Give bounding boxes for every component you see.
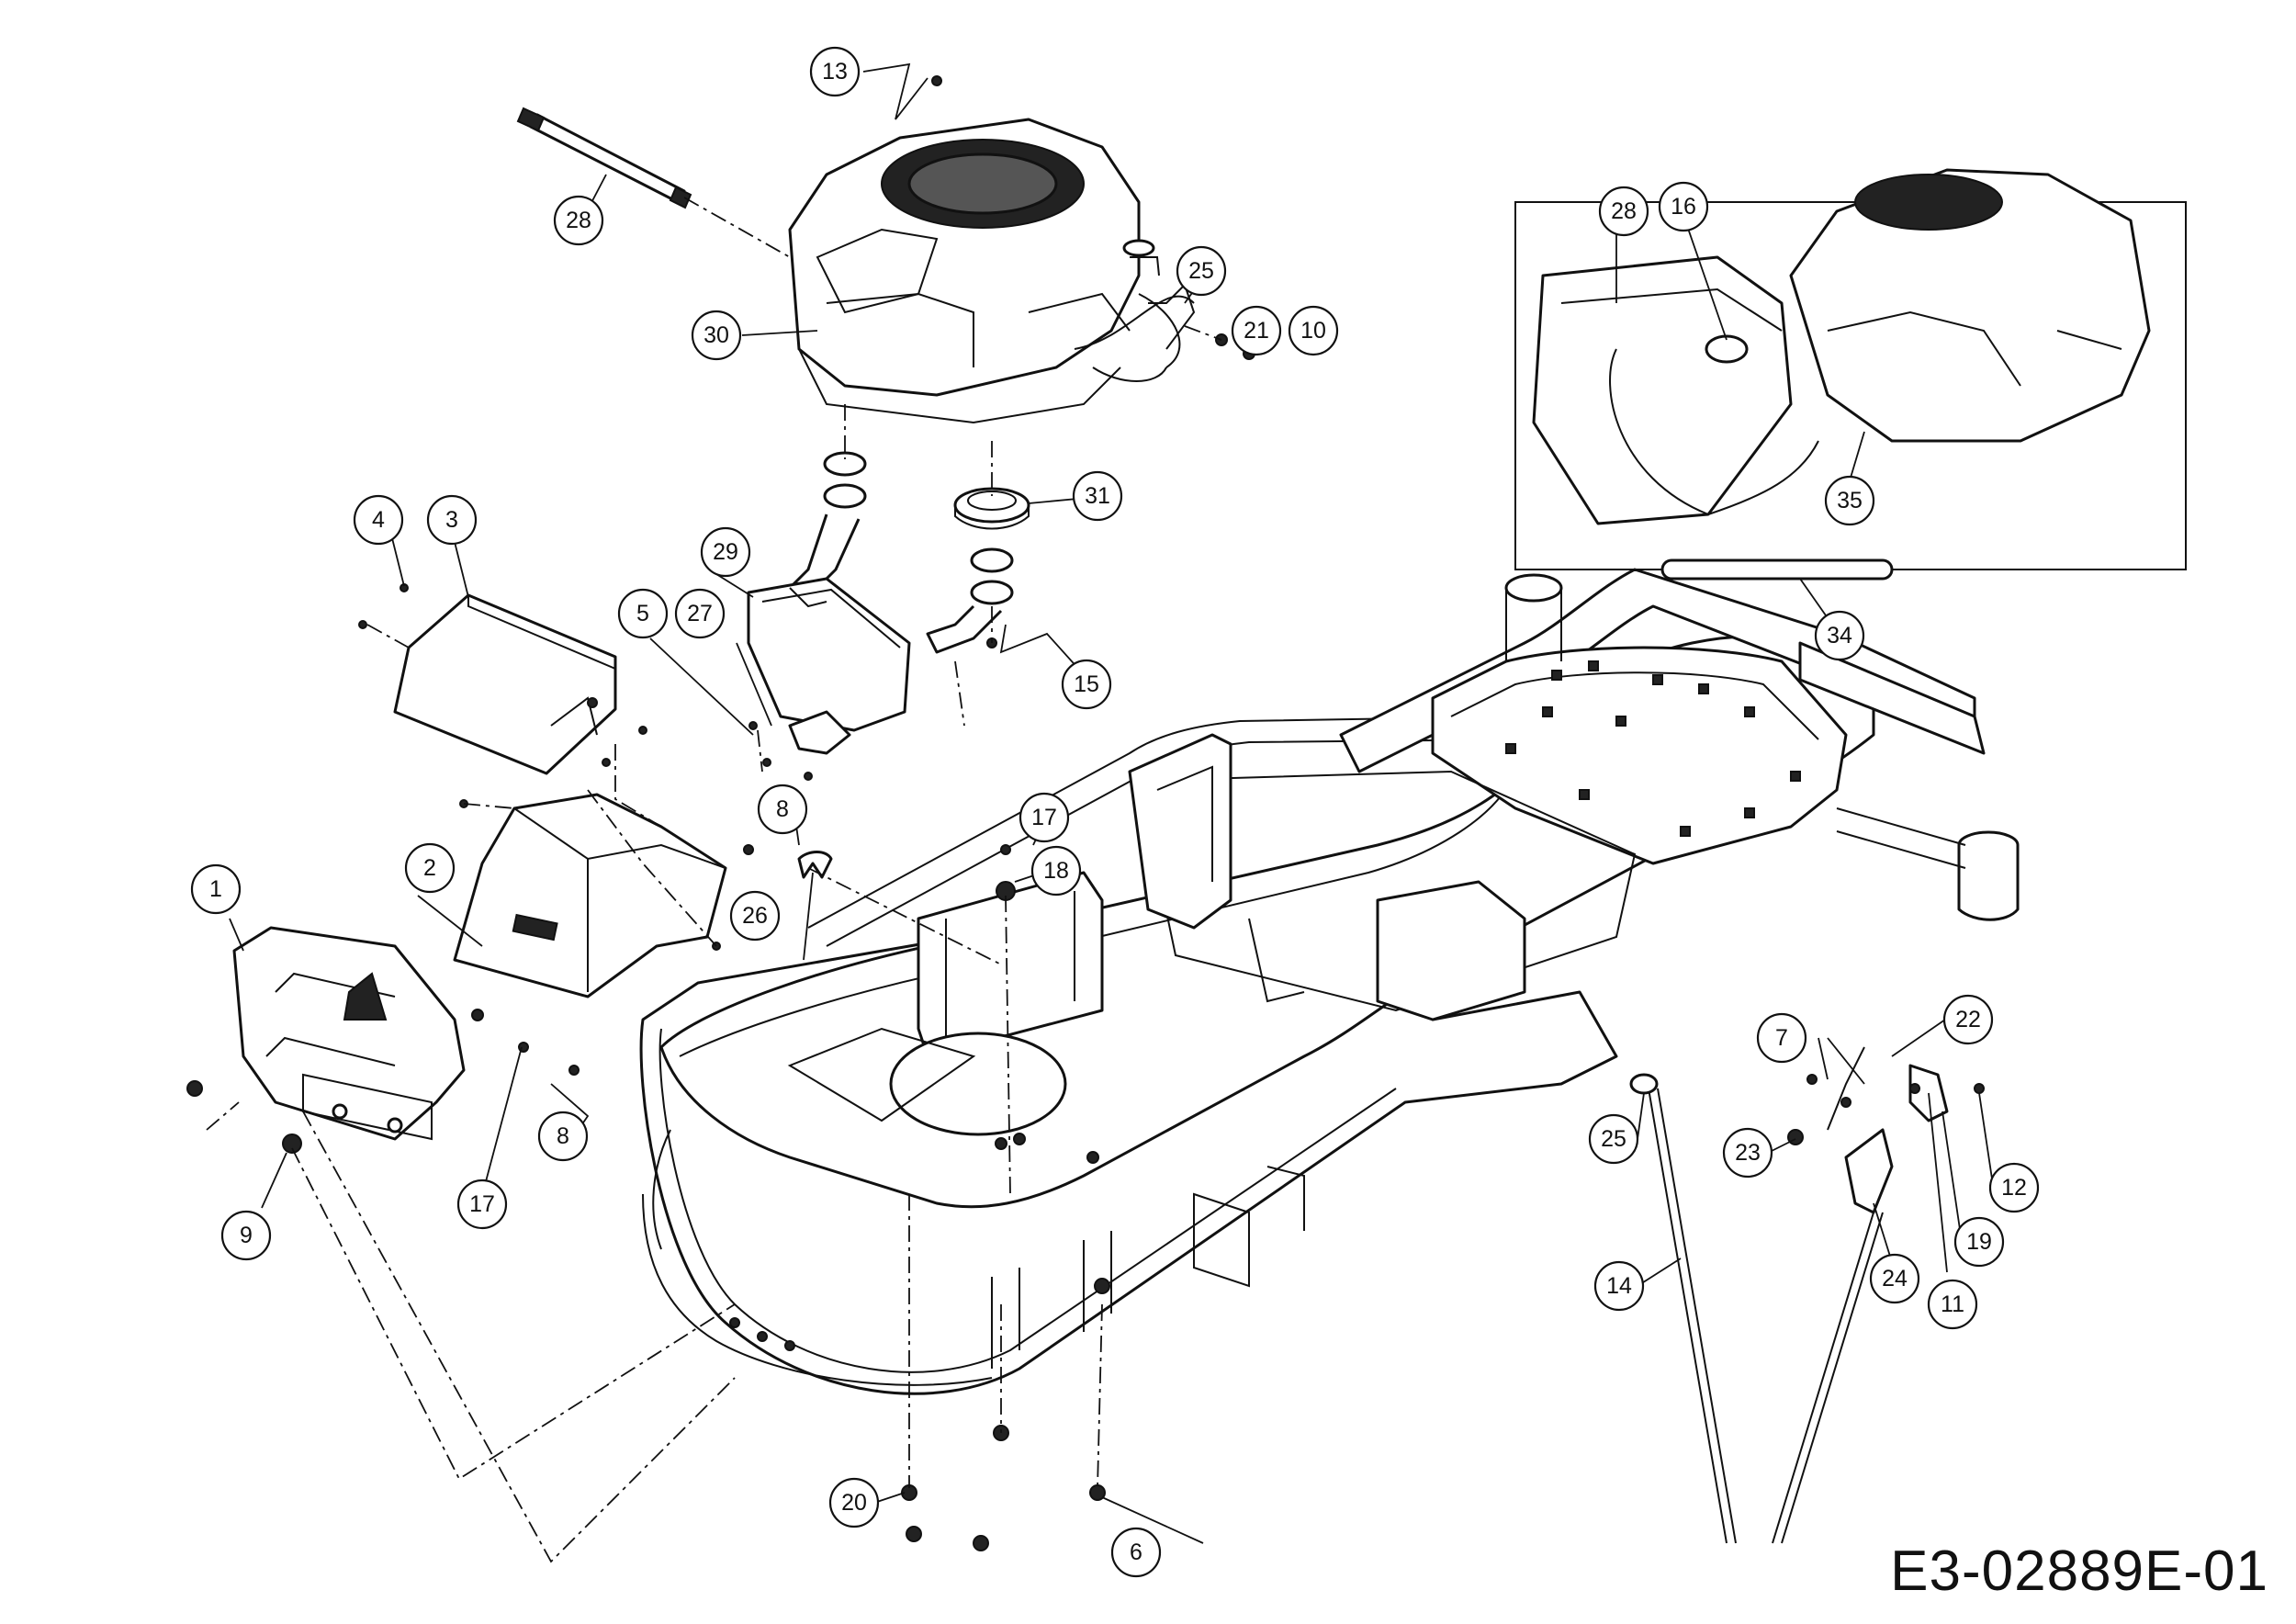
svg-text:14: 14 — [1606, 1273, 1632, 1299]
svg-text:31: 31 — [1085, 483, 1110, 509]
callout-3: 3 — [426, 494, 478, 546]
callout-7: 7 — [1756, 1012, 1807, 1064]
callout-34: 34 — [1814, 610, 1865, 661]
callout-19: 19 — [1953, 1216, 2005, 1268]
callout-29: 27 — [674, 588, 726, 639]
callout-2: 2 — [404, 842, 456, 894]
svg-text:30: 30 — [703, 322, 729, 348]
svg-text:18: 18 — [1043, 858, 1069, 884]
callout-15: 15 — [1061, 659, 1112, 710]
svg-text:1: 1 — [209, 876, 222, 902]
callout-22: 22 — [1942, 994, 1994, 1045]
callout-9: 9 — [220, 1210, 272, 1261]
callout-18: 18 — [1030, 845, 1082, 897]
svg-text:19: 19 — [1966, 1229, 1992, 1255]
callout-32: 30 — [691, 310, 742, 361]
svg-text:25: 25 — [1188, 258, 1214, 284]
svg-text:17: 17 — [1031, 805, 1057, 830]
callout-16: 16 — [1658, 181, 1709, 232]
callout-12: 12 — [1988, 1162, 2040, 1213]
svg-text:17: 17 — [469, 1191, 495, 1217]
svg-text:29: 29 — [713, 539, 738, 565]
svg-text:7: 7 — [1775, 1025, 1788, 1051]
svg-text:3: 3 — [445, 507, 458, 533]
fuel-hose — [1660, 558, 1894, 581]
svg-text:20: 20 — [841, 1490, 867, 1516]
callout-8-upper: 8 — [757, 784, 808, 835]
callouts: 13 28 25 30 21 10 31 4 3 29 5 27 15 8 17… — [190, 46, 2040, 1578]
callout-8-lower: 8 — [537, 1111, 589, 1162]
svg-text:34: 34 — [1827, 623, 1852, 648]
dipstick-tube — [516, 107, 692, 209]
callout-4: 4 — [353, 494, 404, 546]
svg-text:13: 13 — [822, 59, 848, 85]
svg-text:28: 28 — [1611, 198, 1637, 224]
fuel-tank-inset — [1514, 168, 2187, 570]
svg-text:8: 8 — [557, 1123, 569, 1149]
callout-24: 24 — [1869, 1253, 1920, 1304]
callout-14: 14 — [1593, 1260, 1645, 1312]
svg-text:28: 28 — [566, 208, 591, 233]
pulley — [953, 487, 1030, 530]
callout-23: 23 — [1722, 1127, 1773, 1179]
svg-text:27: 27 — [687, 601, 713, 626]
svg-text:12: 12 — [2001, 1175, 2027, 1201]
svg-text:24: 24 — [1882, 1266, 1908, 1291]
muffler-bracket — [453, 793, 727, 998]
svg-text:6: 6 — [1130, 1539, 1142, 1565]
callout-33: 31 — [1072, 470, 1123, 522]
callout-28: 28 — [1598, 186, 1649, 237]
callout-6: 6 — [1110, 1527, 1162, 1578]
mower-frame — [639, 568, 2020, 1395]
exhaust-shield — [232, 926, 466, 1141]
callout-25: 25 — [1588, 1113, 1639, 1165]
throttle-cable — [1772, 1046, 1949, 1544]
svg-text:22: 22 — [1955, 1007, 1981, 1032]
callout-21: 21 — [1231, 305, 1282, 356]
drawing-code: E3-02889E-01 — [1890, 1539, 2268, 1603]
svg-text:9: 9 — [240, 1223, 253, 1248]
svg-text:26: 26 — [742, 903, 768, 929]
callout-17-lower: 17 — [456, 1179, 508, 1230]
callout-10: 10 — [1288, 305, 1339, 356]
callout-11: 11 — [1927, 1279, 1978, 1330]
muffler — [747, 577, 911, 755]
callout-5: 5 — [617, 588, 669, 639]
svg-text:16: 16 — [1671, 194, 1696, 220]
heat-shield-cover — [393, 593, 617, 775]
svg-text:2: 2 — [423, 855, 436, 881]
callout-13: 13 — [809, 46, 861, 97]
callout-30: 28 — [553, 195, 604, 246]
callout-31: 29 — [700, 526, 751, 578]
dipstick — [1629, 1073, 1737, 1544]
callout-17-upper: 17 — [1019, 792, 1070, 843]
svg-text:35: 35 — [1837, 488, 1863, 513]
svg-text:23: 23 — [1735, 1140, 1761, 1166]
svg-text:10: 10 — [1300, 318, 1326, 344]
svg-text:5: 5 — [636, 601, 649, 626]
svg-text:21: 21 — [1244, 318, 1269, 344]
callout-35: 35 — [1824, 475, 1875, 526]
callout-26: 26 — [729, 890, 781, 942]
callout-1: 1 — [190, 863, 242, 915]
svg-text:4: 4 — [372, 507, 385, 533]
callout-27: 25 — [1176, 245, 1227, 297]
svg-text:8: 8 — [776, 796, 789, 822]
callout-20: 20 — [828, 1477, 880, 1528]
svg-text:25: 25 — [1601, 1126, 1626, 1152]
clamp — [797, 851, 833, 879]
assembly-lines — [206, 197, 1516, 1563]
engine — [788, 118, 1196, 654]
svg-text:11: 11 — [1941, 1291, 1964, 1317]
svg-text:15: 15 — [1074, 671, 1099, 697]
